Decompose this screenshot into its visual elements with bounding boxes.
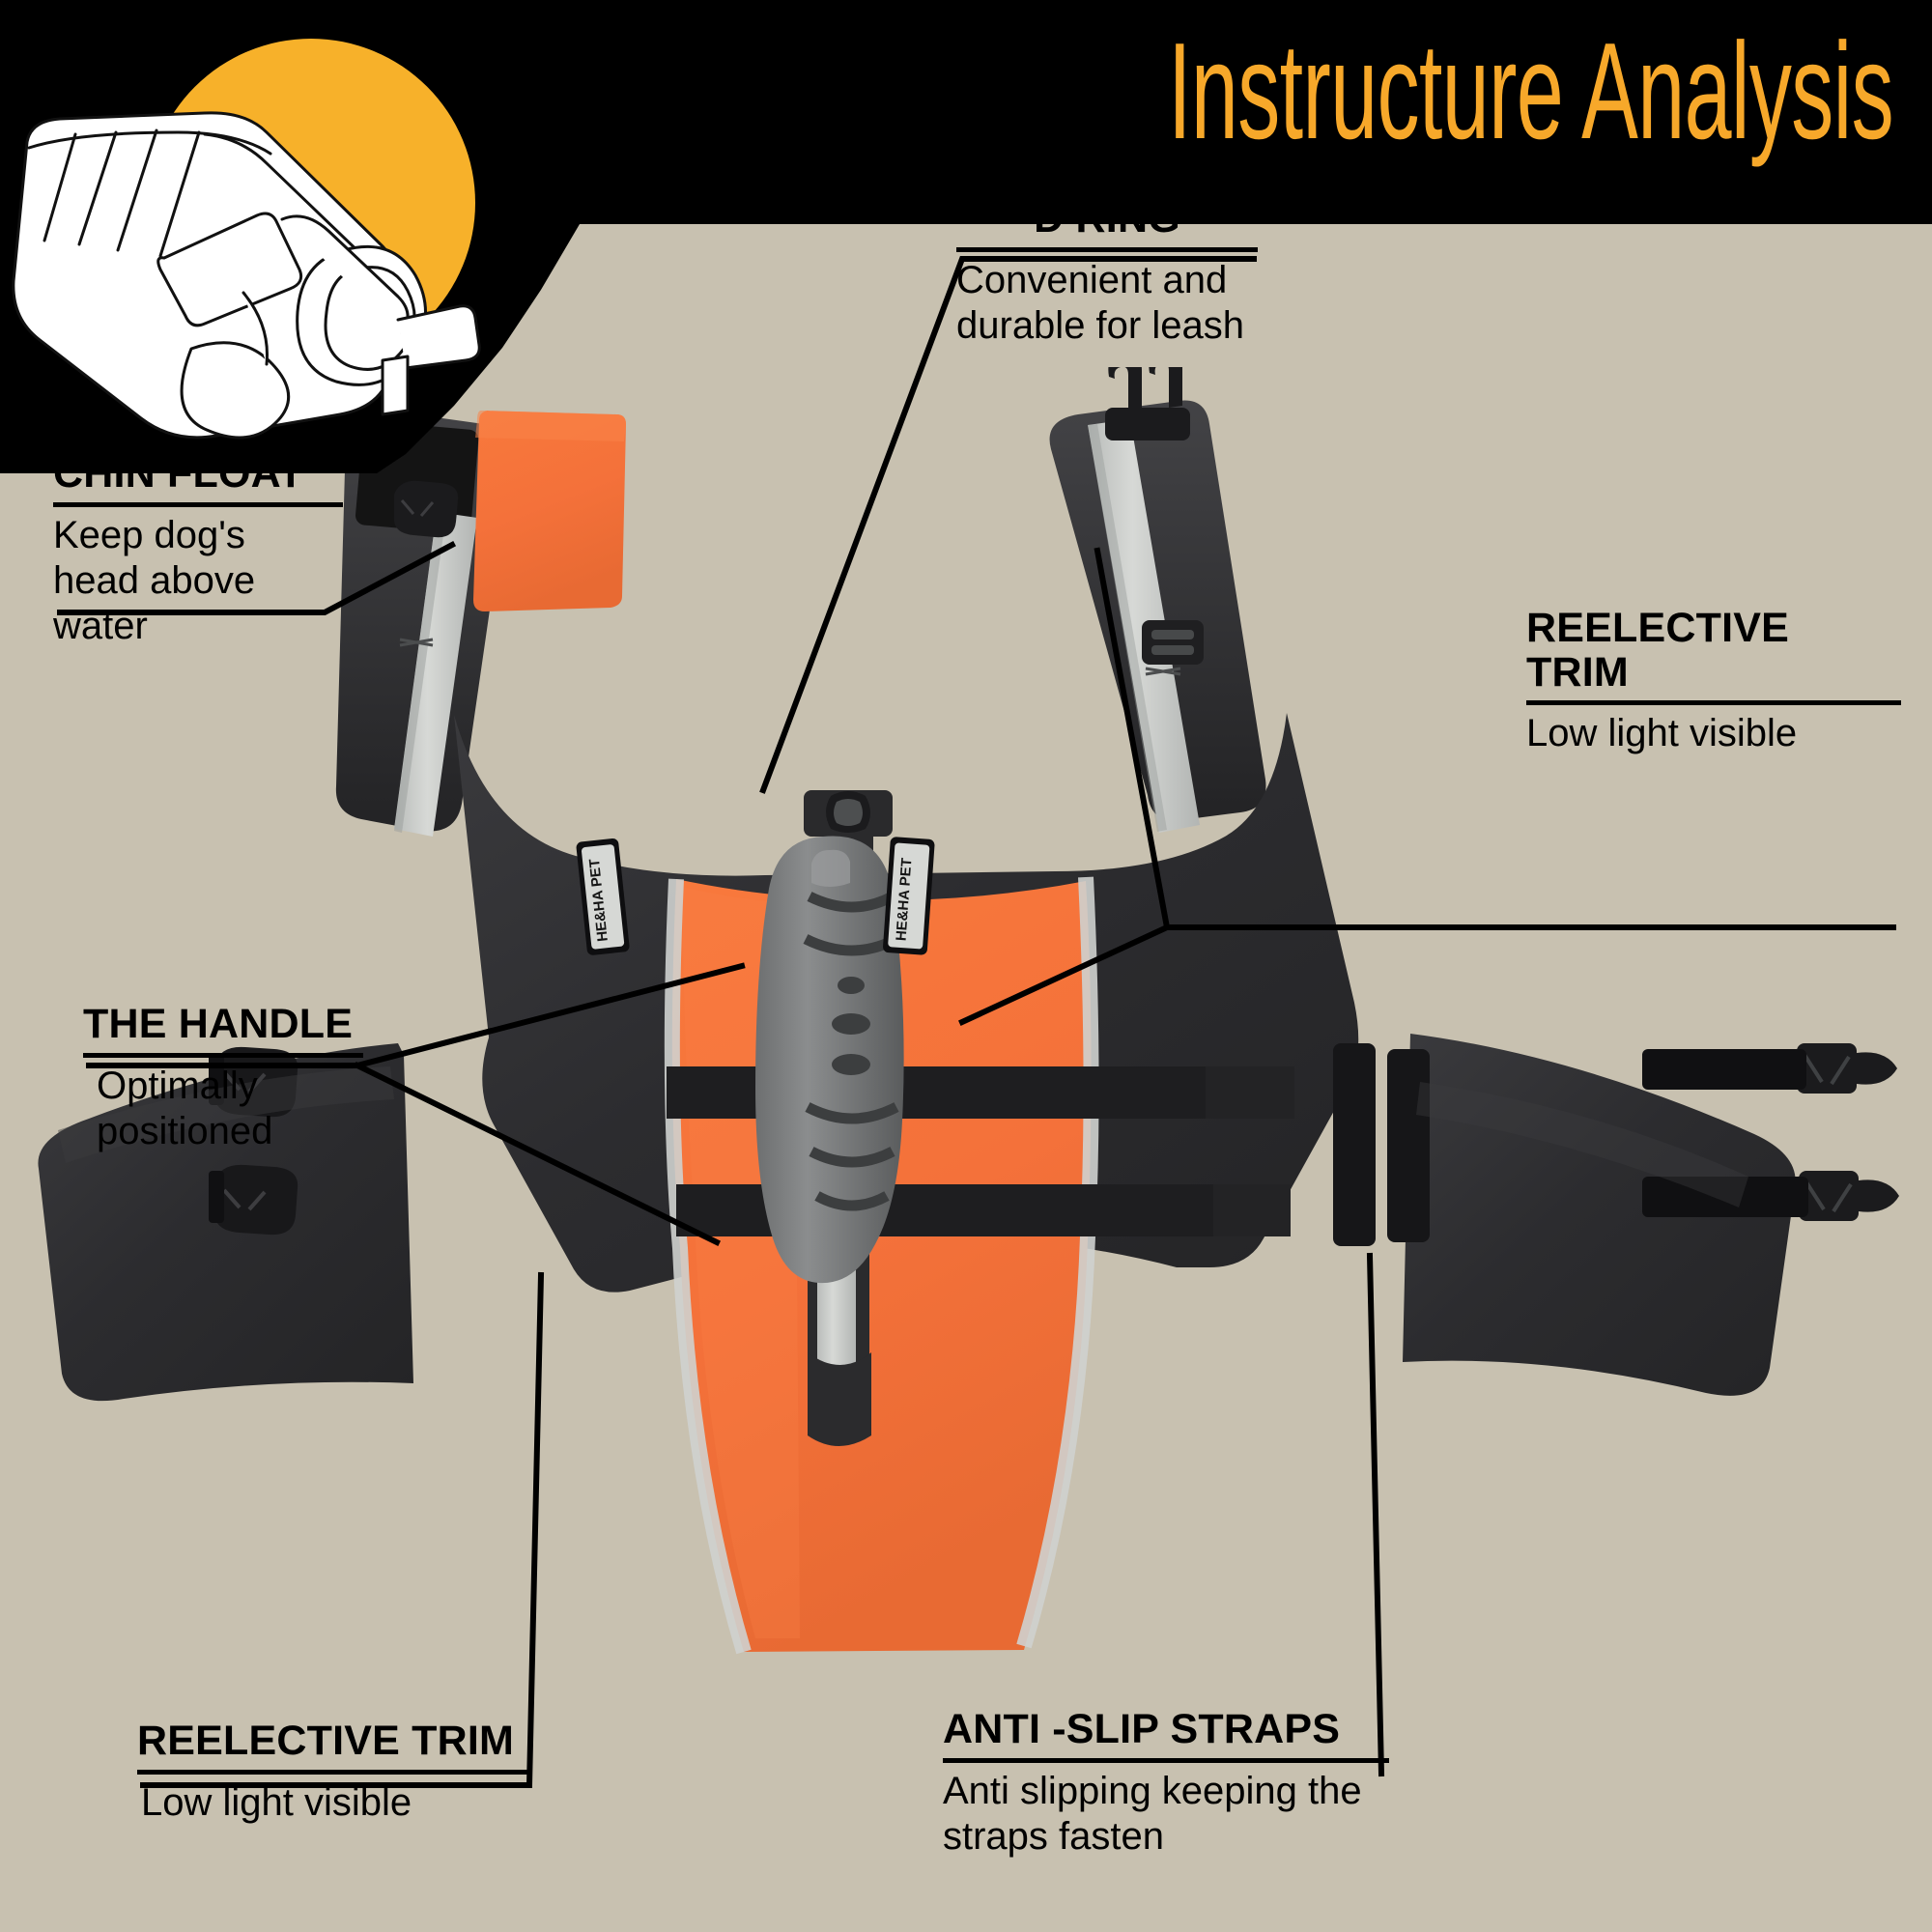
callout-body: Low light visible xyxy=(1526,712,1798,755)
callout-d-ring: D RING Convenient and durable for leash xyxy=(956,195,1258,349)
callout-body: Anti slipping keeping the straps fasten xyxy=(943,1769,1362,1858)
callout-rule xyxy=(137,1769,529,1775)
callout-title: THE HANDLE xyxy=(83,1001,354,1047)
line-art-illustration xyxy=(12,111,481,440)
callout-body: Convenient and durable for leash xyxy=(956,258,1244,347)
callout-body: Optimally positioned xyxy=(97,1064,273,1152)
callout-rule xyxy=(943,1757,1389,1763)
callout-rule xyxy=(53,501,343,507)
callout-title: CHIN FLOAT xyxy=(53,450,304,497)
callout-chin-float: CHIN FLOAT Keep dog's head above water xyxy=(53,450,343,649)
svg-text:HE&HA PET: HE&HA PET xyxy=(894,858,916,942)
callout-rule xyxy=(956,246,1258,252)
callout-body: Keep dog's head above water xyxy=(53,513,256,647)
callout-title: ANTI -SLIP STRAPS xyxy=(943,1706,1341,1752)
callout-title: D RING xyxy=(1034,195,1180,242)
callout-reflective-trim-right: REELECTIVE TRIM Low light visible xyxy=(1526,605,1901,756)
callout-title: REELECTIVE TRIM xyxy=(137,1718,515,1764)
callout-reflective-trim-bottom: REELECTIVE TRIM Low light visible xyxy=(137,1719,529,1826)
callout-anti-slip-straps: ANTI -SLIP STRAPS Anti slipping keeping … xyxy=(943,1706,1389,1860)
page-title: Instructure Analysis xyxy=(1168,14,1894,168)
callout-rule xyxy=(83,1052,363,1058)
callout-title: REELECTIVE TRIM xyxy=(1526,605,1789,696)
callout-rule xyxy=(1526,700,1901,706)
callout-body: Low light visible xyxy=(141,1780,412,1824)
callout-the-handle: THE HANDLE Optimally positioned xyxy=(83,1001,363,1154)
